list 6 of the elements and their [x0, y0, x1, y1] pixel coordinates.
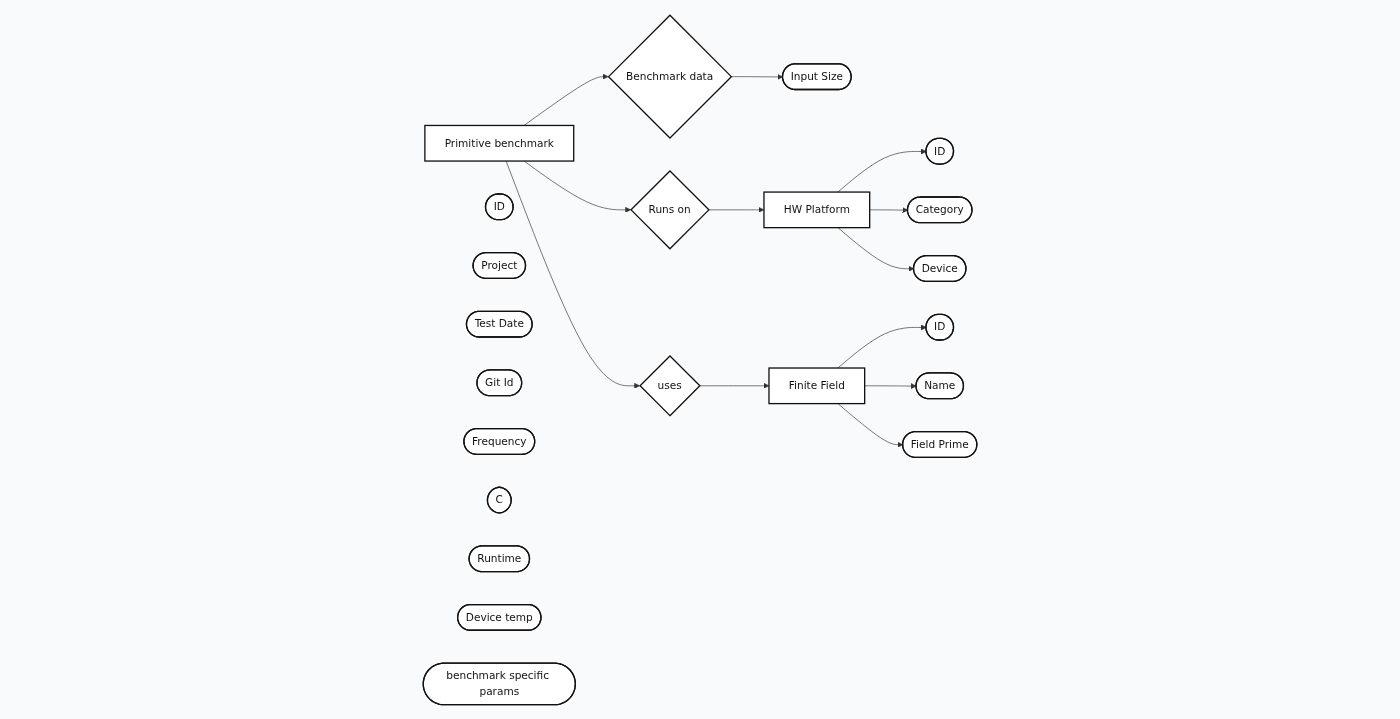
- node-box: Primitive benchmark: [424, 124, 575, 162]
- node-box: Finite Field: [768, 366, 866, 404]
- node-diamond: Benchmark data: [607, 13, 733, 139]
- node-diamond: uses: [639, 354, 701, 417]
- node-diamond: Runs on: [630, 169, 710, 250]
- node-box: HW Platform: [763, 190, 871, 228]
